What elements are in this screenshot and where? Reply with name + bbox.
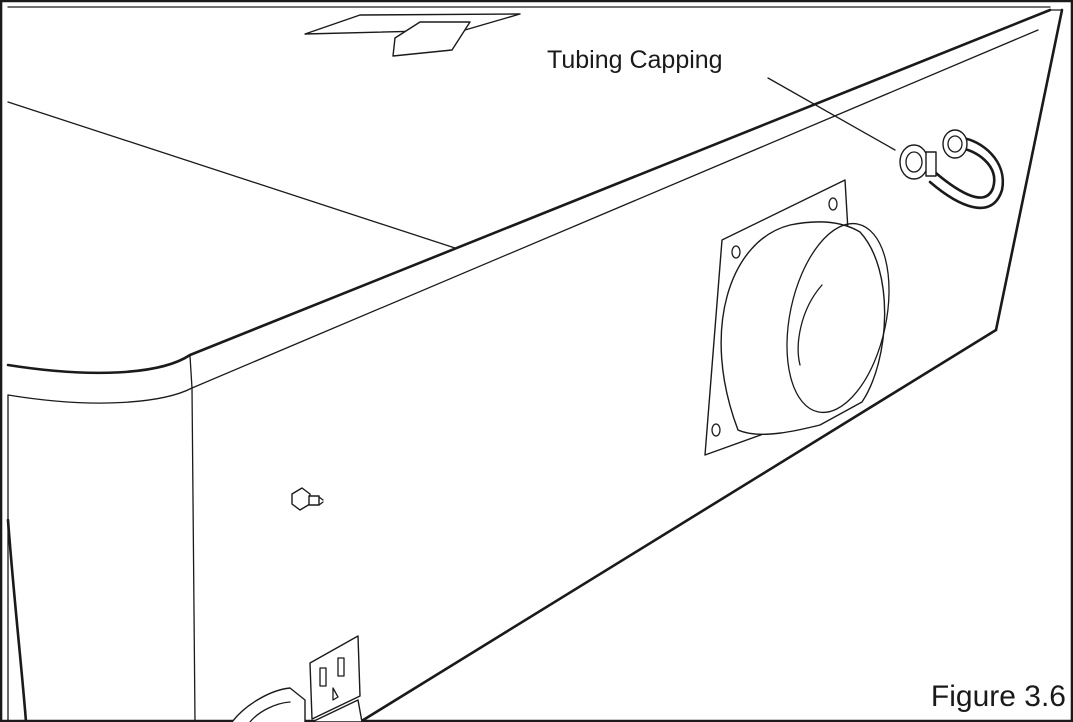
tubing-inner	[928, 136, 1005, 210]
rear-panel	[6, 8, 1064, 722]
panel-right-edge	[994, 8, 1064, 332]
air-assist-nozzle	[291, 487, 324, 511]
exhaust-tube-opening	[786, 222, 890, 414]
exhaust-tube-inner	[797, 284, 823, 366]
rear-panel-rim	[6, 8, 1052, 404]
tubing-capping	[899, 129, 1005, 210]
outlet-ground	[332, 687, 339, 701]
outlet-face	[309, 635, 361, 720]
panel-left-seam	[191, 387, 196, 722]
panel-bottom-edge	[358, 328, 998, 722]
machine-top-surface	[7, 6, 1051, 249]
rim-lower-edge	[7, 29, 1039, 404]
handle-grip	[392, 21, 471, 57]
exhaust-port	[704, 179, 890, 456]
top-lid-seam	[7, 101, 456, 249]
top-handle	[304, 13, 521, 57]
outlet-slot	[337, 657, 345, 677]
machine-left-edge	[6, 518, 28, 722]
tubing-fitting-right	[942, 129, 968, 159]
tubing-outer	[928, 146, 996, 199]
rim-upper-edge	[6, 8, 1052, 375]
flange-screw	[731, 245, 741, 259]
rim-corner-edge	[189, 355, 193, 389]
outlet-slot	[319, 667, 327, 687]
flange-screw	[711, 423, 721, 437]
callout-leader-line	[767, 77, 896, 151]
power-outlet	[309, 635, 361, 720]
figure-caption: Figure 3.6	[931, 680, 1066, 713]
tubing-fitting-left	[899, 144, 937, 180]
exhaust-tube	[720, 221, 886, 435]
power-switch-housing	[231, 687, 363, 722]
flange-screw	[828, 197, 838, 211]
tubing-capping-label: Tubing Capping	[547, 46, 723, 74]
